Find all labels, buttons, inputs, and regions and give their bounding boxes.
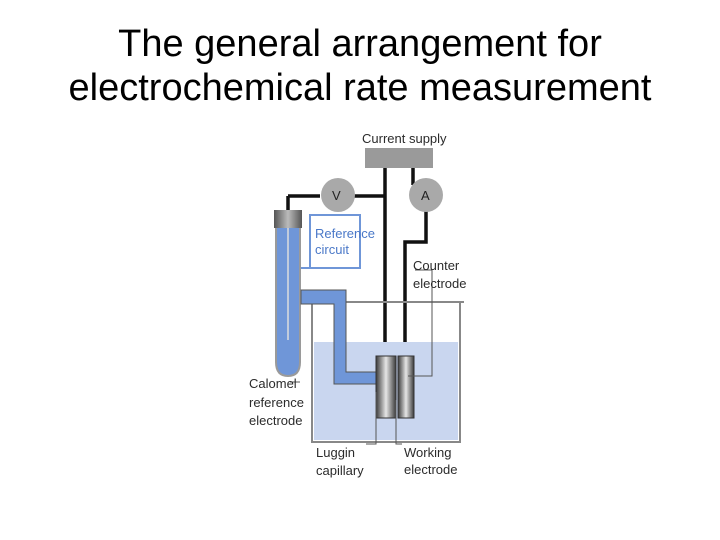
working-label-1: Working bbox=[404, 445, 451, 460]
luggin-label-2: capillary bbox=[316, 463, 364, 478]
leader-luggin bbox=[366, 392, 377, 445]
current-supply-label: Current supply bbox=[362, 131, 447, 146]
voltmeter bbox=[321, 178, 355, 212]
voltmeter-label: V bbox=[332, 188, 341, 203]
leader-lines bbox=[290, 269, 433, 445]
leader-working bbox=[395, 400, 402, 445]
current-supply-box bbox=[365, 148, 433, 168]
slide-title: The general arrangement for electrochemi… bbox=[0, 22, 720, 110]
calomel-label-3: electrode bbox=[249, 413, 302, 428]
calomel-cap bbox=[274, 210, 302, 228]
title-line-2: electrochemical rate measurement bbox=[68, 67, 652, 109]
luggin-tip-electrode bbox=[375, 355, 397, 419]
leader-counter bbox=[408, 269, 433, 377]
working-label-2: electrode bbox=[404, 462, 457, 477]
counter-electrode-label-2: electrode bbox=[413, 276, 466, 291]
reference-circuit-label-2: circuit bbox=[315, 242, 349, 257]
calomel-label-1: Calomel bbox=[249, 376, 297, 391]
title-line-1: The general arrangement for bbox=[118, 23, 602, 65]
ammeter bbox=[409, 178, 443, 212]
calomel-label-2: reference bbox=[249, 395, 304, 410]
ammeter-label: A bbox=[421, 188, 430, 203]
luggin-label-1: Luggin bbox=[316, 445, 355, 460]
working-electrode bbox=[397, 355, 415, 419]
reference-circuit-label-1: Reference bbox=[315, 226, 375, 241]
counter-electrode-label-1: Counter bbox=[413, 258, 460, 273]
wire-ammeter-to-counter bbox=[403, 209, 428, 380]
